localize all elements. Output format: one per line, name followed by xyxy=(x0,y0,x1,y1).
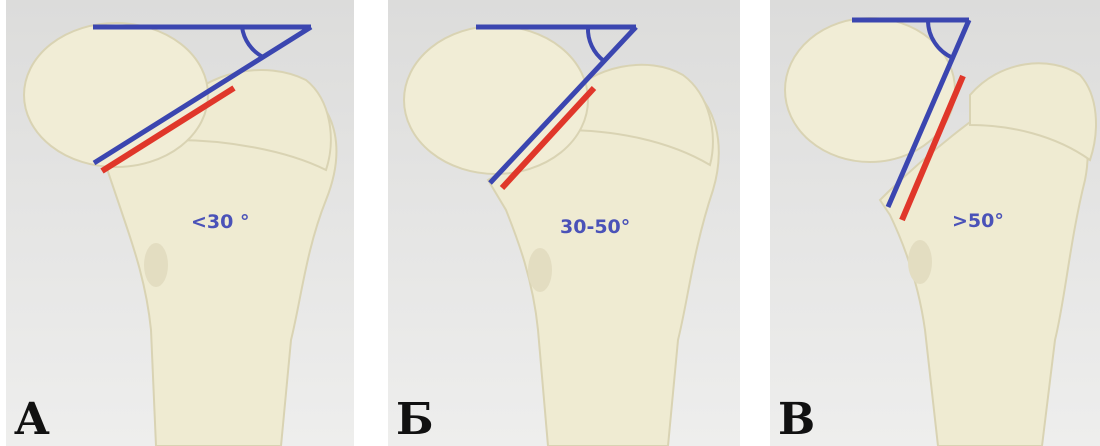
femoral-head xyxy=(404,26,588,174)
femur-figure: >50° xyxy=(770,0,1100,446)
angle-arc xyxy=(588,27,604,61)
panel-letter: В xyxy=(778,398,815,442)
angle-label: >50° xyxy=(952,210,1004,232)
panel-letter: Б xyxy=(396,398,434,442)
panel-a: <30 ° А xyxy=(6,0,354,446)
panel-b: 30-50° Б xyxy=(388,0,740,446)
angle-arc xyxy=(242,27,263,57)
femur-figure: <30 ° xyxy=(6,0,354,446)
lesser-trochanter xyxy=(908,240,932,284)
lesser-trochanter xyxy=(528,248,552,292)
panel-letter: А xyxy=(14,398,50,442)
femur-figure: 30-50° xyxy=(388,0,740,446)
angle-label: <30 ° xyxy=(191,211,249,233)
lesser-trochanter xyxy=(144,243,168,287)
panel-c: >50° В xyxy=(770,0,1100,446)
femoral-head xyxy=(24,23,208,167)
angle-label: 30-50° xyxy=(560,216,630,238)
femoral-head xyxy=(785,18,955,162)
femur-bone xyxy=(24,23,336,446)
